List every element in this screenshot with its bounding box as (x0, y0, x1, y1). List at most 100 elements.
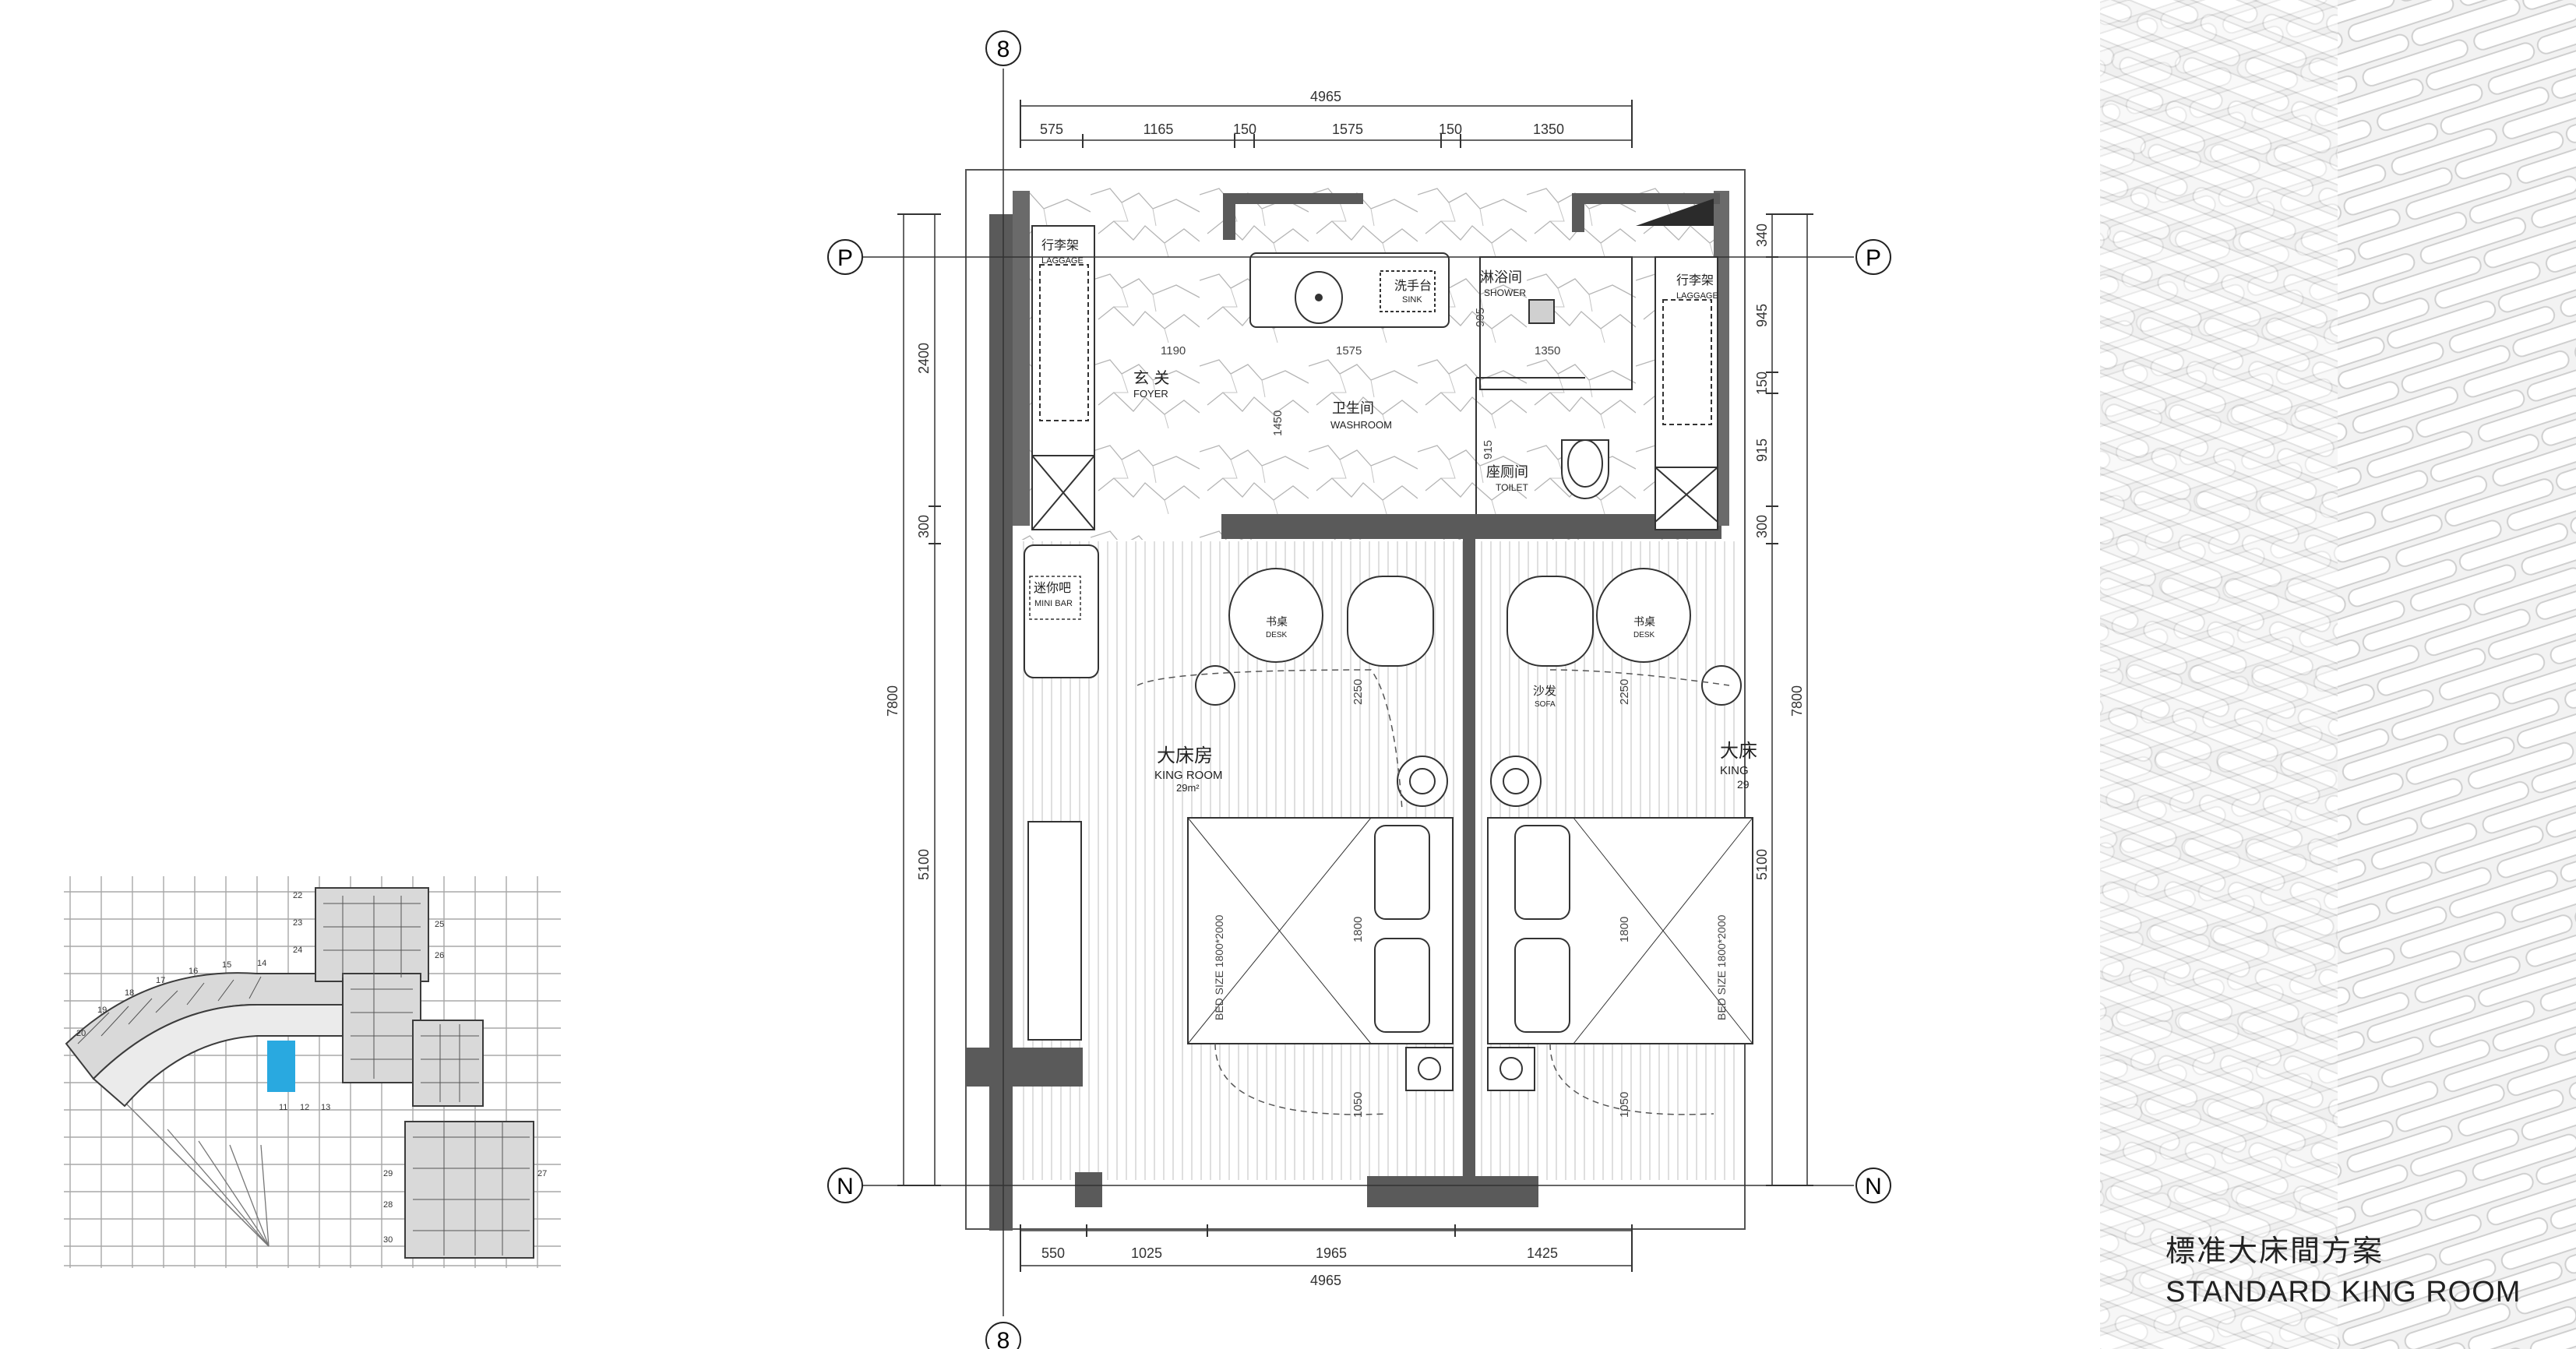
label-sink-cn: 洗手台 (1394, 278, 1432, 293)
svg-text:995: 995 (1474, 308, 1487, 327)
grid-lines (841, 69, 1854, 1316)
dim-right-c: 150 (1754, 372, 1770, 395)
svg-text:8: 8 (997, 1328, 1010, 1349)
key-plan-num: 26 (435, 951, 444, 960)
inner-dimensions: 1190 1575 1350 1450 915 995 2250 2250 18… (1161, 308, 1728, 1118)
tv-cabinet-left (1027, 821, 1082, 1041)
svg-text:2250: 2250 (1618, 679, 1631, 705)
chair-left (1347, 576, 1434, 667)
label-desk-left-cn: 书桌 (1266, 616, 1288, 629)
label-sink-en: SINK (1402, 295, 1422, 305)
svg-text:1575: 1575 (1336, 344, 1362, 358)
key-plan-num: 22 (293, 891, 302, 900)
svg-text:N: N (837, 1174, 854, 1199)
bed-size-left: BED SIZE 1800*2000 (1213, 914, 1225, 1020)
label-sofa-en: SOFA (1535, 700, 1556, 709)
drawing-title-cn: 標准大床間方案 (2165, 1234, 2384, 1268)
label-foyer-en: FOYER (1133, 388, 1168, 400)
dim-left-total: 7800 (885, 685, 900, 717)
label-luggage-right-cn: 行李架 (1676, 273, 1714, 287)
label-luggage-left-en: LAGGAGE (1041, 256, 1084, 266)
plan-boundary (965, 169, 1746, 1230)
label-king-right-cn: 大床 (1720, 740, 1757, 762)
svg-text:1050: 1050 (1618, 1092, 1631, 1118)
svg-text:915: 915 (1482, 440, 1495, 460)
svg-text:1450: 1450 (1271, 410, 1284, 436)
dim-right-lower: 5100 (1754, 849, 1770, 880)
key-plan-num: 17 (156, 976, 165, 985)
svg-text:1190: 1190 (1161, 344, 1186, 358)
label-shower-cn: 淋浴间 (1480, 269, 1522, 286)
key-plan-num: 30 (383, 1235, 393, 1245)
key-plan-num: 11 (279, 1103, 287, 1112)
key-plan-highlight (267, 1041, 295, 1092)
label-king-right-area: 29 (1737, 778, 1750, 791)
floor-plan (965, 169, 1753, 1231)
label-king-left-area: 29m² (1176, 782, 1200, 794)
label-king-left-en: KING ROOM (1154, 769, 1223, 782)
label-sofa-cn: 沙发 (1533, 684, 1556, 698)
dim-left-mid: 300 (916, 515, 932, 538)
label-minibar-en: MINI BAR (1034, 599, 1073, 608)
label-desk-left-en: DESK (1266, 631, 1288, 639)
key-plan-detail-hatching (77, 896, 530, 1256)
label-toilet-cn: 座厕间 (1486, 464, 1528, 481)
dim-top-seg: 150 (1233, 122, 1256, 137)
dim-right-a: 340 (1754, 224, 1770, 247)
grid-marker-8-bottom: 8 (985, 1322, 1021, 1349)
luggage-left (1031, 225, 1095, 530)
key-plan-num: 12 (300, 1103, 309, 1112)
label-luggage-right-en: LAGGAGE (1676, 291, 1718, 301)
dimension-ticks (897, 100, 1813, 1272)
desk-right-table (1596, 568, 1691, 663)
svg-text:2250: 2250 (1351, 679, 1365, 705)
key-plan-num: 19 (97, 1006, 107, 1015)
grid-marker-n-right: N (1855, 1168, 1891, 1203)
shower-drain-icon (1528, 299, 1555, 324)
dim-top-total: 4965 (1310, 89, 1341, 104)
key-plan-num: 18 (125, 988, 134, 998)
dimension-lines (903, 105, 1808, 1266)
nightstands (1405, 1047, 1535, 1091)
svg-text:8: 8 (997, 37, 1010, 62)
dim-right-d: 915 (1754, 439, 1770, 462)
label-shower-en: SHOWER (1484, 287, 1526, 298)
dimension-texts: 4965 575 1165 150 1575 150 1350 550 1025… (885, 89, 1805, 1288)
key-plan-num: 24 (293, 946, 302, 955)
label-minibar-cn: 迷你吧 (1034, 580, 1071, 595)
dim-right-e: 300 (1754, 515, 1770, 538)
key-plan-num: 29 (383, 1169, 393, 1178)
svg-text:1050: 1050 (1351, 1092, 1365, 1118)
svg-text:P: P (837, 245, 853, 271)
dim-top-seg: 150 (1439, 122, 1462, 137)
dim-top-seg: 1165 (1144, 122, 1174, 137)
key-plan-radial-lines (108, 1086, 270, 1247)
key-plan: 20 19 18 17 16 15 14 22 23 24 25 26 11 1… (64, 876, 561, 1268)
dim-top-seg: 1350 (1533, 122, 1564, 137)
label-washroom-en: WASHROOM (1330, 419, 1392, 431)
room-labels: 行李架 LAGGAGE 行李架 LAGGAGE 洗手台 SINK 淋浴间 SHO… (1034, 238, 1757, 794)
dim-right-b: 945 (1754, 304, 1770, 327)
dim-left-upper: 2400 (916, 343, 932, 374)
label-king-left-cn: 大床房 (1157, 745, 1213, 766)
label-king-right-en: KING (1720, 764, 1749, 777)
label-washroom-cn: 卫生间 (1332, 400, 1374, 417)
dim-bottom-seg: 1965 (1316, 1245, 1347, 1261)
svg-text:1800: 1800 (1618, 917, 1631, 942)
dim-bottom-total: 4965 (1310, 1273, 1341, 1288)
svg-text:P: P (1866, 245, 1881, 271)
grid-marker-8-top: 8 (985, 30, 1021, 66)
chair-right (1506, 576, 1594, 667)
key-plan-num: 15 (222, 960, 231, 970)
grid-marker-p-right: P (1855, 239, 1891, 275)
key-plan-num: 20 (76, 1029, 86, 1038)
key-plan-num: 16 (189, 967, 198, 976)
bathroom-fixtures (1249, 252, 1633, 514)
dim-left-lower: 5100 (916, 849, 932, 880)
drawing-title-en: STANDARD KING ROOM (2165, 1276, 2521, 1308)
bed-right (1487, 817, 1753, 1044)
key-plan-num: 28 (383, 1200, 393, 1210)
dim-top-seg: 575 (1040, 122, 1063, 137)
dim-bottom-seg: 550 (1041, 1245, 1065, 1261)
